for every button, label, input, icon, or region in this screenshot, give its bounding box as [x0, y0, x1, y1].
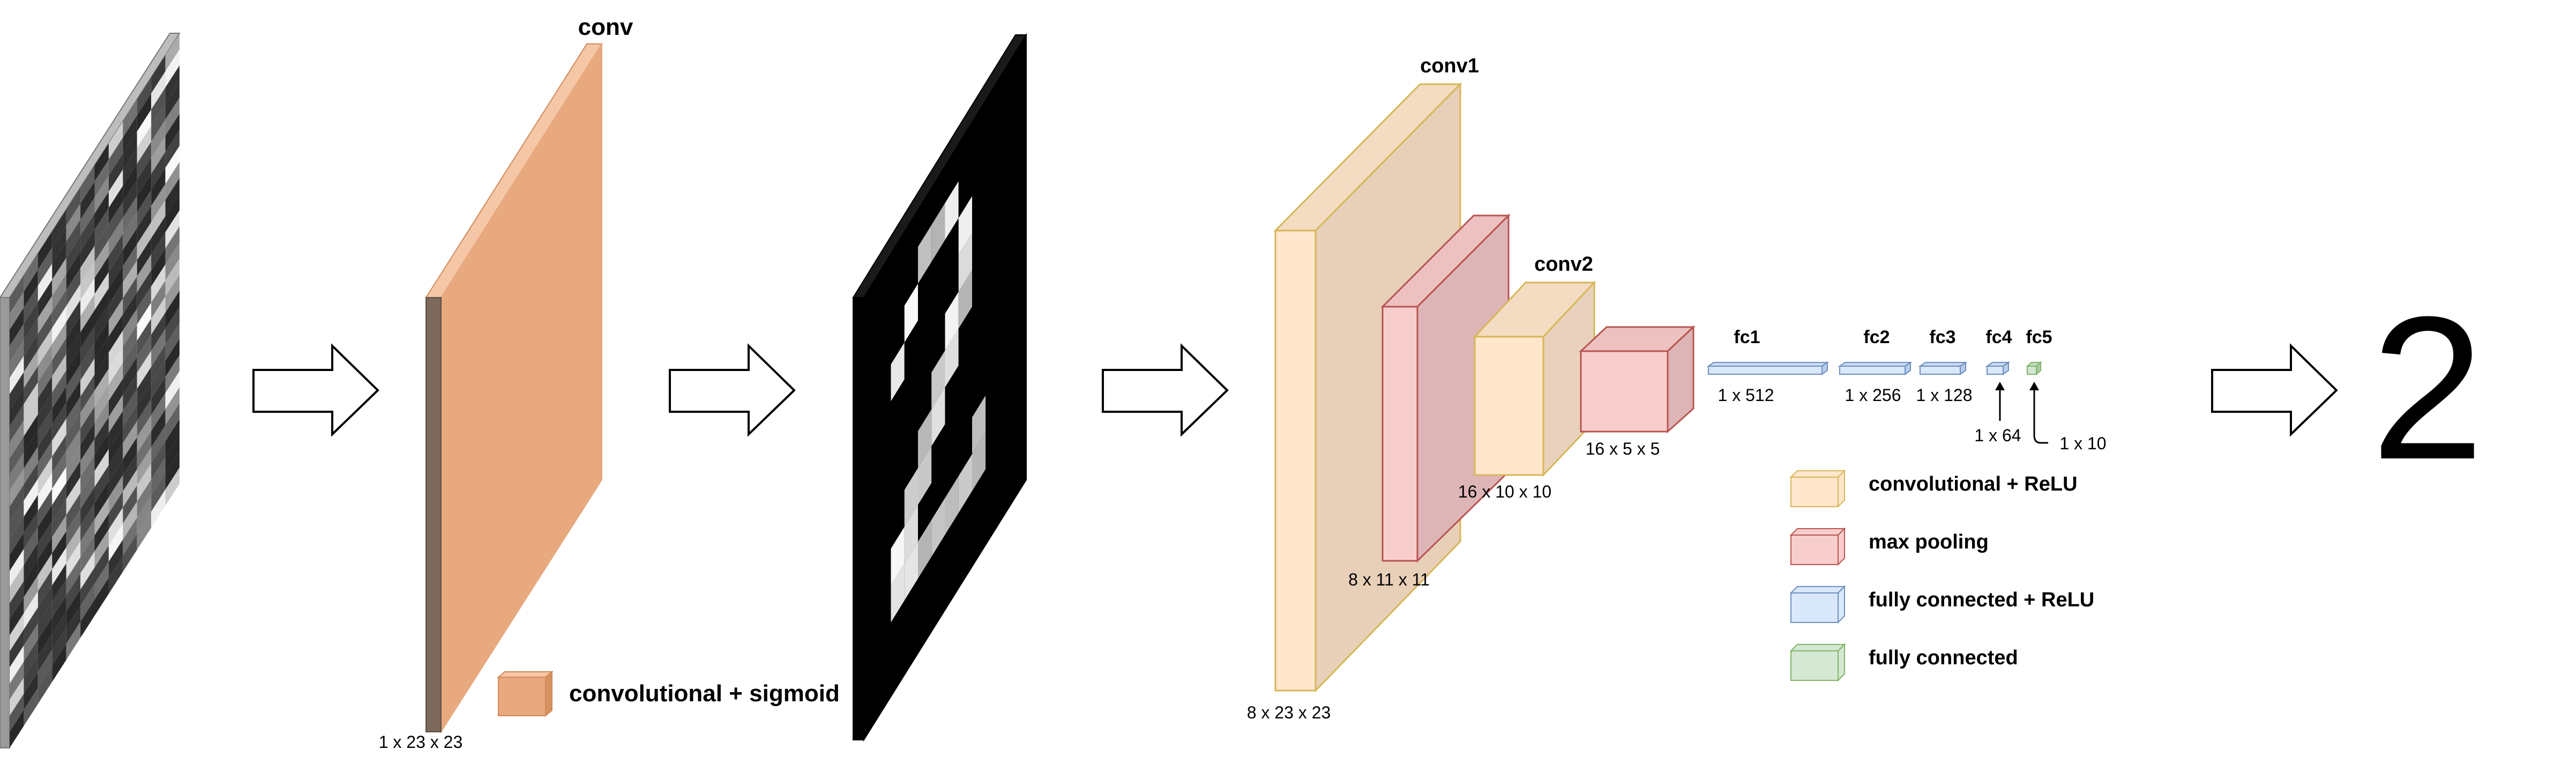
- legend-item: fully connected: [1789, 643, 2018, 682]
- fc1-title: fc1: [1734, 327, 1760, 347]
- predicted-digit: 2: [2371, 274, 2484, 502]
- legend-swatch: [1789, 469, 1846, 508]
- arrow-up-icon: [1995, 382, 2005, 390]
- pool1-dims: 8 x 11 x 11: [1348, 570, 1430, 589]
- fc5-block: [2026, 361, 2042, 376]
- input-image: [0, 33, 181, 748]
- arrow-right-icon: [669, 343, 796, 437]
- arrow-right-icon: [2211, 343, 2338, 437]
- fc2-block: [1838, 361, 1913, 375]
- legend-item: convolutional + ReLU: [1789, 469, 2078, 508]
- legend-swatch: [1789, 585, 1846, 624]
- pool2-block: [1579, 325, 1696, 434]
- sigmoid-legend-label: convolutional + sigmoid: [569, 680, 840, 707]
- fc3-title: fc3: [1929, 327, 1955, 347]
- pool2-dims: 16 x 5 x 5: [1586, 439, 1660, 458]
- legend-swatch: [1789, 643, 1846, 682]
- conv1-title: conv1: [1420, 55, 1479, 77]
- cnn-legend: convolutional + ReLU max pooling fully con…: [1789, 469, 2094, 682]
- arrow-up-icon: [2029, 382, 2039, 390]
- filtered-image: [852, 33, 1027, 742]
- sigmoid-conv-layer: [425, 42, 603, 734]
- legend-label: fully connected + ReLU: [1869, 589, 2094, 611]
- fc1-block: [1706, 361, 1830, 375]
- fc1-dims: 1 x 512: [1718, 385, 1774, 405]
- legend-label: max pooling: [1869, 531, 1989, 553]
- legend-swatch: [1789, 527, 1846, 566]
- legend-label: fully connected: [1869, 647, 2018, 669]
- conv1-dims: 8 x 23 x 23: [1247, 703, 1331, 722]
- sigmoid-legend-swatch: [497, 670, 554, 717]
- fc3-block: [1918, 361, 1968, 375]
- fc5-dims: 1 x 10: [2059, 434, 2106, 453]
- arrow-right-icon: [1102, 343, 1229, 437]
- fc5-title: fc5: [2026, 327, 2052, 347]
- legend-item: fully connected + ReLU: [1789, 585, 2094, 624]
- arrow-right-icon: [252, 343, 379, 437]
- fc5-pointer-arrow: [2033, 388, 2048, 444]
- fc4-block: [1985, 361, 2011, 375]
- fc3-dims: 1 x 128: [1916, 385, 1973, 405]
- fc2-dims: 1 x 256: [1845, 385, 1901, 405]
- legend-label: convolutional + ReLU: [1869, 473, 2078, 495]
- fc4-title: fc4: [1985, 327, 2012, 347]
- fc4-dims: 1 x 64: [1974, 426, 2021, 445]
- sigmoid-conv-title: conv: [578, 14, 633, 40]
- legend-item: max pooling: [1789, 527, 1989, 566]
- conv2-block: [1473, 280, 1596, 477]
- fc2-title: fc2: [1863, 327, 1890, 347]
- sigmoid-conv-dims: 1 x 23 x 23: [379, 732, 463, 752]
- conv2-dims: 16 x 10 x 10: [1458, 482, 1551, 501]
- conv2-title: conv2: [1534, 253, 1593, 276]
